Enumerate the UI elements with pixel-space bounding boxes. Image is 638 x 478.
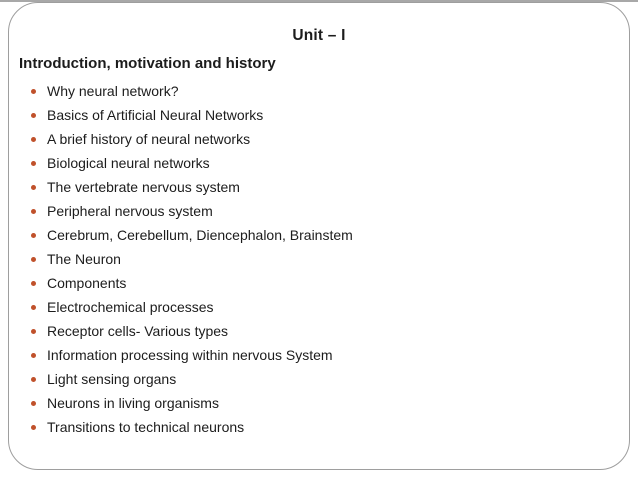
bullet-dot-icon bbox=[31, 209, 36, 214]
bullet-text: Why neural network? bbox=[47, 83, 179, 99]
bullet-item: The Neuron bbox=[31, 247, 629, 271]
bullet-text: Basics of Artificial Neural Networks bbox=[47, 107, 264, 123]
bullet-item: Receptor cells- Various types bbox=[31, 319, 629, 343]
bullet-item: Cerebrum, Cerebellum, Diencephalon, Brai… bbox=[31, 223, 629, 247]
bullet-item: Transitions to technical neurons bbox=[31, 415, 629, 439]
bullet-text: A brief history of neural networks bbox=[47, 131, 251, 147]
bullet-item: Biological neural networks bbox=[31, 151, 629, 175]
bullet-text: Information processing within nervous Sy… bbox=[47, 347, 333, 363]
bullet-dot-icon bbox=[31, 233, 36, 238]
bullet-text: Receptor cells- Various types bbox=[47, 323, 229, 339]
bullet-dot-icon bbox=[31, 257, 36, 262]
bullet-item: A brief history of neural networks bbox=[31, 127, 629, 151]
bullet-item: Electrochemical processes bbox=[31, 295, 629, 319]
bullet-item: Information processing within nervous Sy… bbox=[31, 343, 629, 367]
bullet-dot-icon bbox=[31, 281, 36, 286]
bullet-dot-icon bbox=[31, 329, 36, 334]
bullet-dot-icon bbox=[31, 89, 36, 94]
bullet-item: Light sensing organs bbox=[31, 367, 629, 391]
bullet-list: Why neural network? Basics of Artificial… bbox=[9, 79, 629, 439]
bullet-item: Why neural network? bbox=[31, 79, 629, 103]
bullet-dot-icon bbox=[31, 305, 36, 310]
slide-title: Unit – I bbox=[292, 27, 346, 44]
bullet-text: Peripheral nervous system bbox=[47, 203, 213, 219]
bullet-text: Neurons in living organisms bbox=[47, 395, 219, 411]
bullet-text: Electrochemical processes bbox=[47, 299, 214, 315]
bullet-dot-icon bbox=[31, 425, 36, 430]
slide-top-edge-line bbox=[0, 0, 638, 2]
bullet-dot-icon bbox=[31, 377, 36, 382]
bullet-text: Light sensing organs bbox=[47, 371, 177, 387]
bullet-text: The Neuron bbox=[47, 251, 121, 267]
bullet-item: Peripheral nervous system bbox=[31, 199, 629, 223]
bullet-text: The vertebrate nervous system bbox=[47, 179, 240, 195]
bullet-item: Basics of Artificial Neural Networks bbox=[31, 103, 629, 127]
bullet-item: The vertebrate nervous system bbox=[31, 175, 629, 199]
bullet-dot-icon bbox=[31, 137, 36, 142]
section-heading: Introduction, motivation and history bbox=[19, 55, 276, 72]
bullet-text: Transitions to technical neurons bbox=[47, 419, 245, 435]
slide-frame: Unit – I Introduction, motivation and hi… bbox=[8, 2, 630, 470]
bullet-dot-icon bbox=[31, 113, 36, 118]
bullet-dot-icon bbox=[31, 401, 36, 406]
bullet-dot-icon bbox=[31, 161, 36, 166]
bullet-text: Cerebrum, Cerebellum, Diencephalon, Brai… bbox=[47, 227, 353, 243]
bullet-dot-icon bbox=[31, 353, 36, 358]
bullet-item: Neurons in living organisms bbox=[31, 391, 629, 415]
bullet-text: Components bbox=[47, 275, 127, 291]
bullet-text: Biological neural networks bbox=[47, 155, 210, 171]
bullet-item: Components bbox=[31, 271, 629, 295]
bullet-dot-icon bbox=[31, 185, 36, 190]
